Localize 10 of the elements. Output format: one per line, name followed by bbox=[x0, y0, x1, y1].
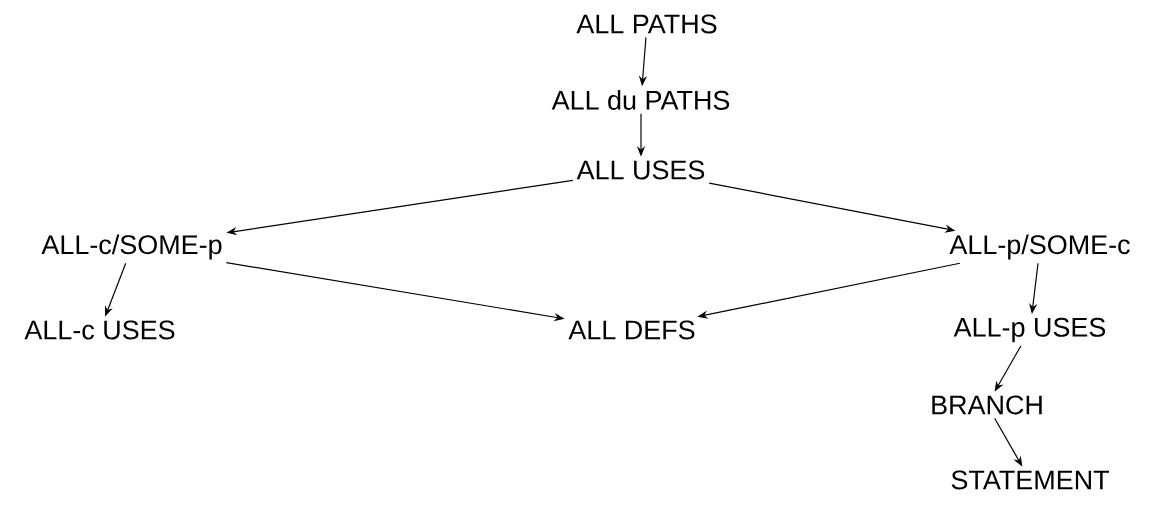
node-label: ALL DEFS bbox=[568, 320, 695, 340]
node-label: ALL-p/SOME-c bbox=[949, 234, 1130, 260]
node-label: ALL du PATHS bbox=[551, 90, 730, 110]
node-label: ALL-c/SOME-p bbox=[41, 234, 222, 260]
node-label: BRANCH bbox=[932, 395, 1042, 415]
node-label: ALL-p USES bbox=[953, 317, 1106, 343]
node-label: ALL-c USES bbox=[24, 320, 175, 340]
node-label: ALL USES bbox=[576, 160, 705, 180]
node-label: ALL PATHS bbox=[576, 14, 717, 34]
node-label: STATEMENT bbox=[951, 470, 1109, 490]
